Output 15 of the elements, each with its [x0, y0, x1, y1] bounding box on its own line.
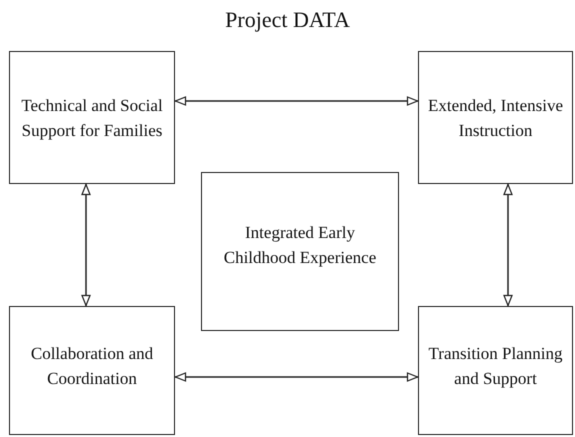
box-label: Technical and Social Support for Families — [20, 94, 164, 142]
text-box — [9, 306, 175, 435]
text-box — [201, 172, 399, 331]
box-label: Integrated Early Childhood Experience — [222, 222, 378, 269]
diagram-title: Project DATA — [224, 6, 351, 34]
double-arrow — [81, 184, 91, 306]
text-box — [9, 51, 175, 184]
text-box — [418, 306, 573, 435]
double-arrow — [503, 184, 513, 306]
box-label: Collaboration and Coordination — [30, 342, 154, 390]
double-arrow — [174, 372, 418, 382]
double-arrow — [174, 96, 418, 106]
box-label: Transition Planning and Support — [428, 342, 564, 390]
box-label: Extended, Intensive Instruction — [426, 94, 564, 142]
text-box — [418, 51, 573, 184]
